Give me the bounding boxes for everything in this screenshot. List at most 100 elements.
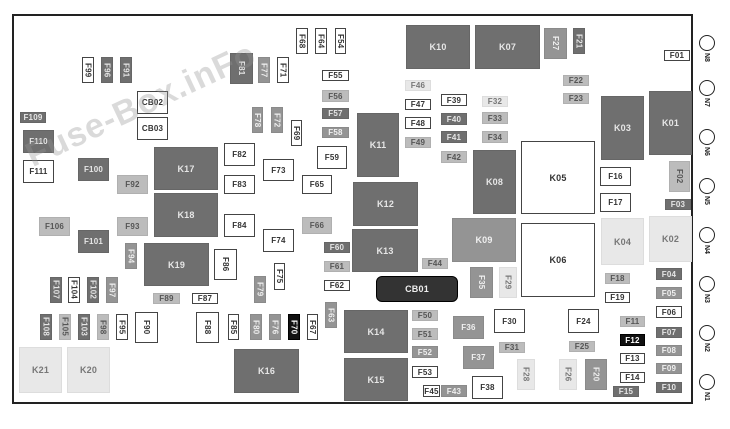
component-label: F02 [675,169,684,184]
fuse-f90: F90 [135,312,158,343]
component-label: F51 [417,329,433,339]
component-label: F44 [427,259,443,268]
component-label: F49 [410,138,426,147]
fuse-f29: F29 [499,267,517,298]
component-label: F04 [661,269,677,279]
component-label: F110 [29,137,48,146]
component-label: K07 [498,42,517,52]
fuse-f03: F03 [665,199,691,210]
component-label: K10 [429,42,447,52]
component-label: F52 [417,347,433,357]
fuse-f58: F58 [322,127,349,138]
fuse-f95: F95 [116,314,128,340]
component-label: F77 [259,62,269,78]
fuse-f40: F40 [441,113,467,125]
component-label: F98 [98,319,108,335]
fuse-f42: F42 [441,151,467,163]
component-label: F85 [229,319,238,335]
component-label: F40 [446,114,462,124]
fuse-f35: F35 [470,267,493,298]
fuse-f31: F31 [499,342,525,353]
relay-k02: K02 [649,216,692,262]
fuse-f47: F47 [405,99,431,110]
fuse-f50: F50 [412,310,438,321]
component-label: K15 [367,374,385,385]
component-label: F61 [329,262,345,271]
fuse-f70: F70 [288,314,300,340]
fuse-f38: F38 [472,376,503,399]
component-label: F31 [504,343,520,352]
component-label: F73 [271,165,286,175]
component-label: F48 [410,118,426,128]
component-label: F71 [278,62,288,78]
relay-k01: K01 [649,91,692,155]
fuse-f71: F71 [277,57,289,83]
component-label: F39 [446,95,462,105]
fuse-f84: F84 [224,214,255,237]
component-label: F24 [576,316,591,326]
component-label: K12 [376,199,395,209]
fuse-f96: F96 [101,57,113,83]
fuse-box-outline [12,14,693,404]
fuse-f26: F26 [559,359,577,390]
component-label: F74 [271,236,286,245]
component-label: F13 [625,354,640,363]
component-label: F82 [232,150,247,159]
component-label: K14 [367,326,385,337]
component-label: F28 [521,367,531,382]
relay-k05: K05 [521,141,595,214]
component-label: F55 [328,71,343,80]
component-label: F87 [197,294,213,303]
component-label: F57 [328,109,343,118]
fuse-f110: F110 [23,130,54,153]
component-label: F34 [487,132,503,142]
component-label: F19 [610,293,625,302]
component-label: F70 [289,319,299,335]
component-label: F78 [253,112,262,128]
component-label: K04 [613,236,632,247]
connector-label: N5 [703,196,710,205]
fuse-f49: F49 [405,137,431,148]
component-label: F81 [237,61,246,76]
component-label: F41 [446,132,462,142]
component-label: F16 [608,172,623,181]
component-label: F105 [60,317,70,337]
fuse-f02: F02 [669,161,690,192]
fuse-f93: F93 [117,217,148,236]
component-label: K19 [167,259,186,270]
fuse-f72: F72 [271,107,283,133]
fuse-f83: F83 [224,175,255,194]
component-label: F20 [591,367,601,382]
component-label: F35 [477,275,486,290]
connector-n1-icon [699,374,715,390]
component-label: K03 [613,123,632,133]
fuse-f100: F100 [78,158,109,181]
component-label: F10 [661,383,677,392]
component-label: F72 [272,112,282,128]
fuse-f09: F09 [656,363,682,374]
component-label: F65 [309,180,325,189]
component-label: F43 [446,386,462,396]
component-label: F95 [117,319,127,335]
relay-k13: K13 [352,229,418,272]
relay-k06: K06 [521,223,595,297]
connector-label: N2 [703,343,710,352]
fuse-f13: F13 [620,353,645,364]
component-label: F66 [309,221,325,230]
fuse-f23: F23 [563,93,589,104]
fuse-f46: F46 [405,80,431,91]
component-label: F103 [79,317,89,337]
component-label: F96 [102,62,112,78]
fuse-f106: F106 [39,217,70,236]
component-label: F09 [661,364,677,373]
component-label: F27 [551,36,560,51]
fuse-f54: F54 [335,28,346,54]
fuse-f66: F66 [302,217,332,234]
fuse-f77: F77 [258,57,270,83]
connector-label: N3 [703,294,710,303]
fuse-f11: F11 [620,316,645,327]
connector-label: N4 [703,245,710,254]
fuse-f37: F37 [463,346,494,369]
component-label: K02 [661,234,680,244]
component-label: F94 [126,248,136,264]
